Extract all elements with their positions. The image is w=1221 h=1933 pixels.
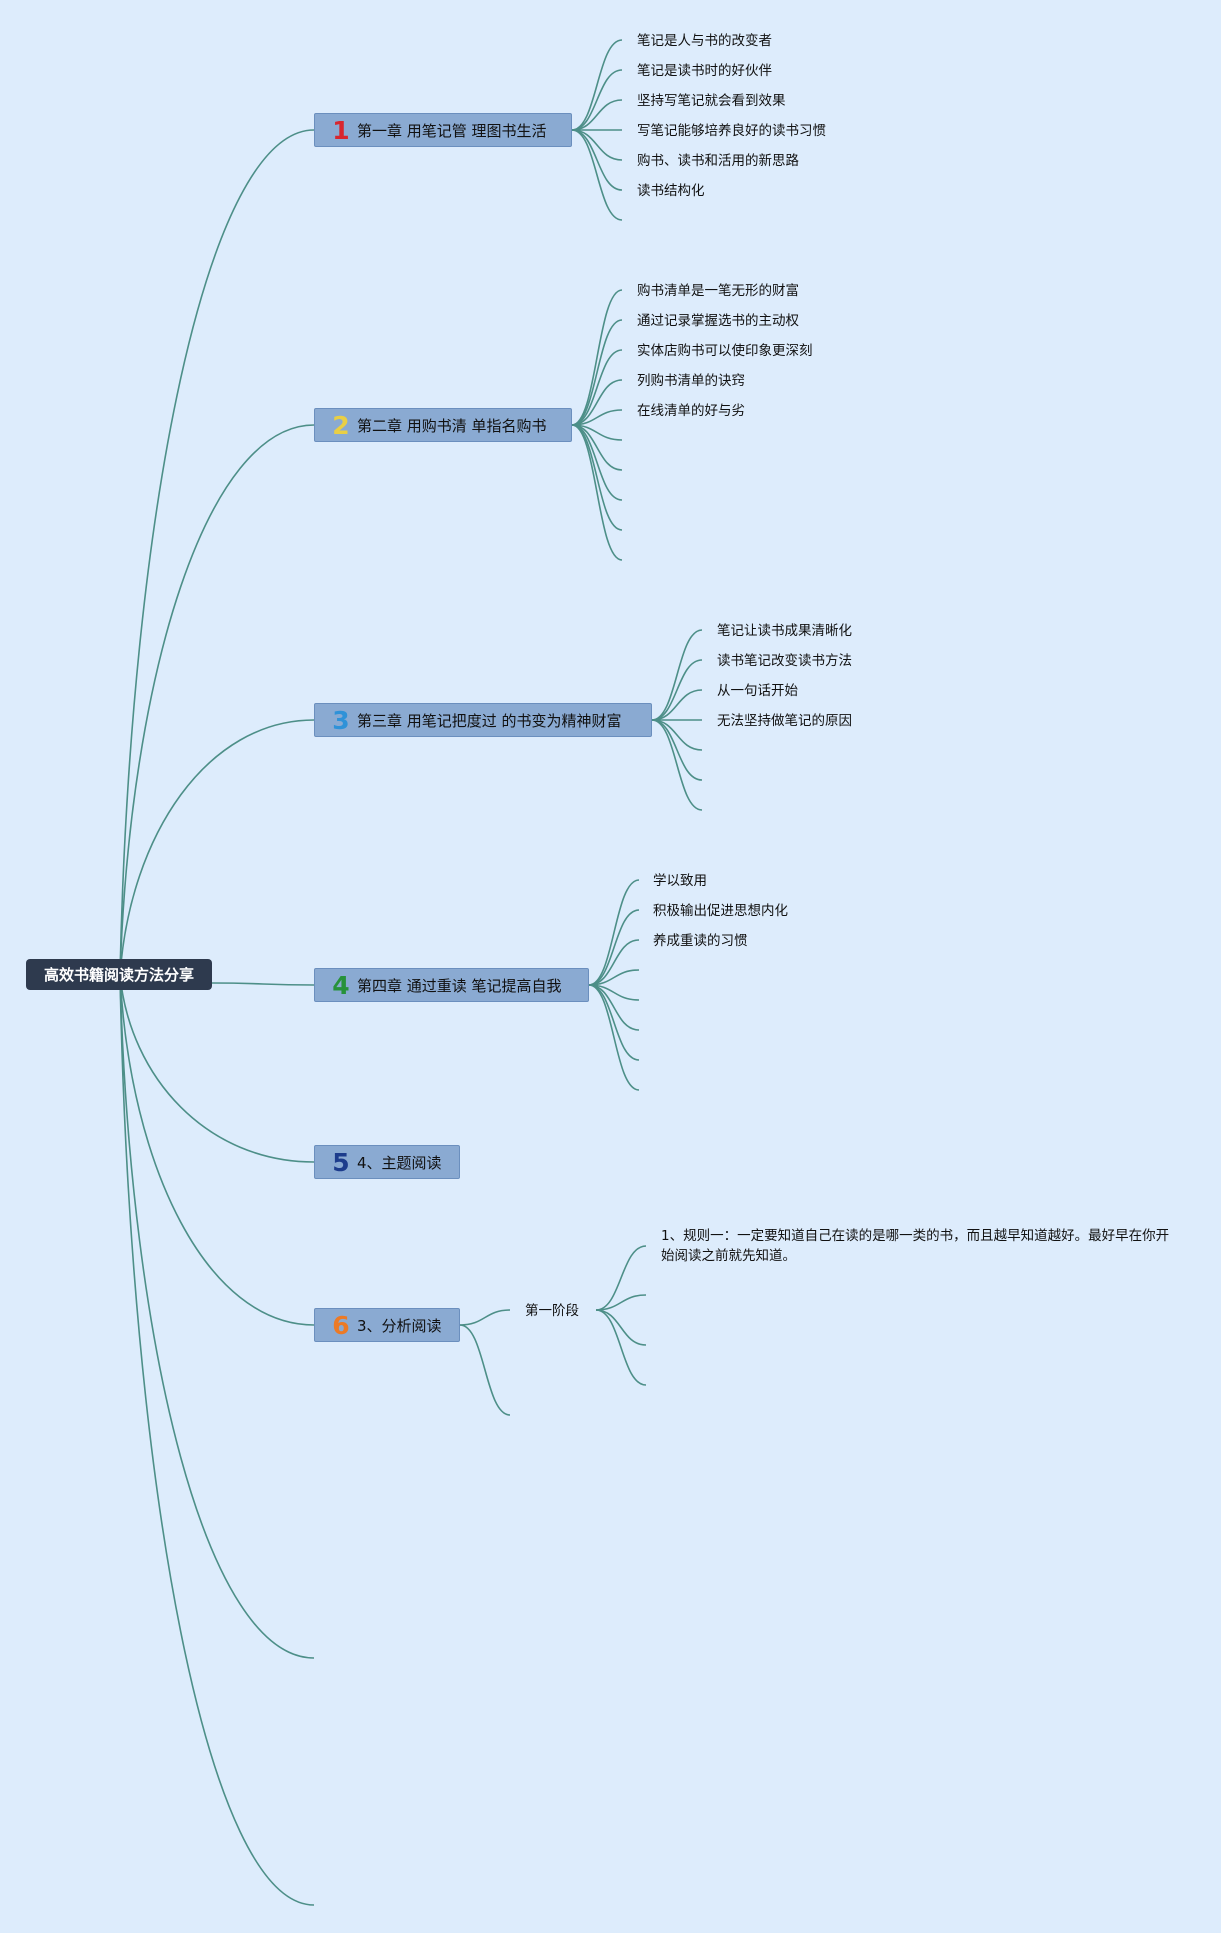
root-edge bbox=[211, 982, 315, 986]
chapter-edge bbox=[571, 289, 623, 426]
chapter-title: 4、主题阅读 bbox=[357, 1153, 442, 1172]
root-node[interactable]: 高效书籍阅读方法分享 bbox=[26, 959, 212, 990]
root-edge-empty bbox=[119, 974, 315, 1906]
chapter-edge bbox=[651, 719, 703, 781]
chapter-edge bbox=[571, 319, 623, 426]
chapter-number-badge: 1 bbox=[332, 115, 350, 145]
leaf-topic[interactable]: 实体店购书可以使印象更深刻 bbox=[637, 343, 813, 359]
chapter-number-badge: 2 bbox=[332, 410, 350, 440]
chapter-edge bbox=[651, 689, 703, 721]
leaf-topic[interactable]: 读书笔记改变读书方法 bbox=[717, 653, 852, 669]
leaf-topic[interactable]: 学以致用 bbox=[653, 873, 707, 889]
root-edge bbox=[119, 974, 315, 1326]
leaf-topic[interactable]: 购书、读书和活用的新思路 bbox=[637, 153, 799, 169]
chapter-node-6[interactable]: 6 3、分析阅读 bbox=[314, 1308, 460, 1342]
chapter-edge bbox=[651, 719, 703, 811]
root-edge bbox=[119, 129, 315, 976]
chapter-edge bbox=[651, 659, 703, 721]
chapter-title: 第四章 通过重读 笔记提高自我 bbox=[357, 976, 562, 995]
chapter-edge bbox=[588, 984, 640, 1091]
chapter-edge bbox=[571, 39, 623, 131]
chapter-edge bbox=[651, 629, 703, 721]
chapter-node-2[interactable]: 2 第二章 用购书清 单指名购书 bbox=[314, 408, 572, 442]
chapter-number-badge: 4 bbox=[332, 970, 350, 1000]
chapter-node-1[interactable]: 1 第一章 用笔记管 理图书生活 bbox=[314, 113, 572, 147]
rule-edge bbox=[595, 1245, 647, 1311]
leaf-topic[interactable]: 坚持写笔记就会看到效果 bbox=[637, 93, 786, 109]
chapter-edge bbox=[571, 424, 623, 561]
leaf-topic[interactable]: 积极输出促进思想内化 bbox=[653, 903, 788, 919]
rule-edge bbox=[595, 1309, 647, 1386]
root-edge-empty bbox=[119, 974, 315, 1659]
root-title: 高效书籍阅读方法分享 bbox=[43, 966, 194, 984]
chapter-edge bbox=[571, 424, 623, 531]
chapter-edge bbox=[571, 349, 623, 426]
leaf-topic[interactable]: 无法坚持做笔记的原因 bbox=[717, 713, 852, 729]
chapter-title: 3、分析阅读 bbox=[357, 1316, 442, 1335]
chapter-number-badge: 6 bbox=[332, 1310, 350, 1340]
chapter-edge bbox=[571, 129, 623, 221]
chapter-title: 第二章 用购书清 单指名购书 bbox=[357, 416, 547, 435]
chapter-edge bbox=[571, 99, 623, 131]
root-edge bbox=[119, 719, 315, 976]
leaf-topic[interactable]: 笔记是人与书的改变者 bbox=[637, 33, 772, 49]
leaf-topic[interactable]: 购书清单是一笔无形的财富 bbox=[637, 283, 799, 299]
stage-label[interactable]: 第一阶段 bbox=[525, 1303, 579, 1319]
stage-edge-empty bbox=[459, 1324, 511, 1416]
chapter-edge bbox=[571, 129, 623, 161]
leaf-topic[interactable]: 写笔记能够培养良好的读书习惯 bbox=[637, 123, 826, 139]
leaf-topic[interactable]: 通过记录掌握选书的主动权 bbox=[637, 313, 799, 329]
rule-edge bbox=[595, 1294, 647, 1311]
chapter-edge bbox=[588, 909, 640, 986]
root-edge bbox=[119, 424, 315, 976]
leaf-topic[interactable]: 列购书清单的诀窍 bbox=[637, 373, 745, 389]
chapter-edge bbox=[571, 69, 623, 131]
leaf-topic[interactable]: 笔记让读书成果清晰化 bbox=[717, 623, 852, 639]
leaf-topic[interactable]: 养成重读的习惯 bbox=[653, 933, 748, 949]
leaf-topic[interactable]: 从一句话开始 bbox=[717, 683, 798, 699]
chapter-title: 第一章 用笔记管 理图书生活 bbox=[357, 121, 547, 140]
chapter-edge bbox=[588, 879, 640, 986]
chapter-number-badge: 5 bbox=[332, 1147, 350, 1177]
chapter-node-5[interactable]: 5 4、主题阅读 bbox=[314, 1145, 460, 1179]
stage-edge bbox=[459, 1309, 511, 1326]
leaf-topic[interactable]: 读书结构化 bbox=[637, 183, 705, 199]
chapter-edge bbox=[571, 379, 623, 426]
chapter-node-4[interactable]: 4 第四章 通过重读 笔记提高自我 bbox=[314, 968, 589, 1002]
rule-text[interactable]: 1、规则一：一定要知道自己在读的是哪一类的书，而且越早知道越好。最好早在你开始阅… bbox=[661, 1228, 1170, 1264]
chapter-title: 第三章 用笔记把度过 的书变为精神财富 bbox=[357, 711, 622, 730]
leaf-topic[interactable]: 笔记是读书时的好伙伴 bbox=[637, 63, 772, 79]
chapter-edge bbox=[571, 129, 623, 191]
chapter-number-badge: 3 bbox=[332, 705, 350, 735]
chapter-edge bbox=[651, 719, 703, 751]
chapter-edge bbox=[588, 984, 640, 1061]
chapter-node-3[interactable]: 3 第三章 用笔记把度过 的书变为精神财富 bbox=[314, 703, 652, 737]
chapter-edge bbox=[588, 939, 640, 986]
leaf-topic[interactable]: 在线清单的好与劣 bbox=[637, 403, 745, 419]
root-edge bbox=[119, 974, 315, 1163]
rule-edge bbox=[595, 1309, 647, 1346]
